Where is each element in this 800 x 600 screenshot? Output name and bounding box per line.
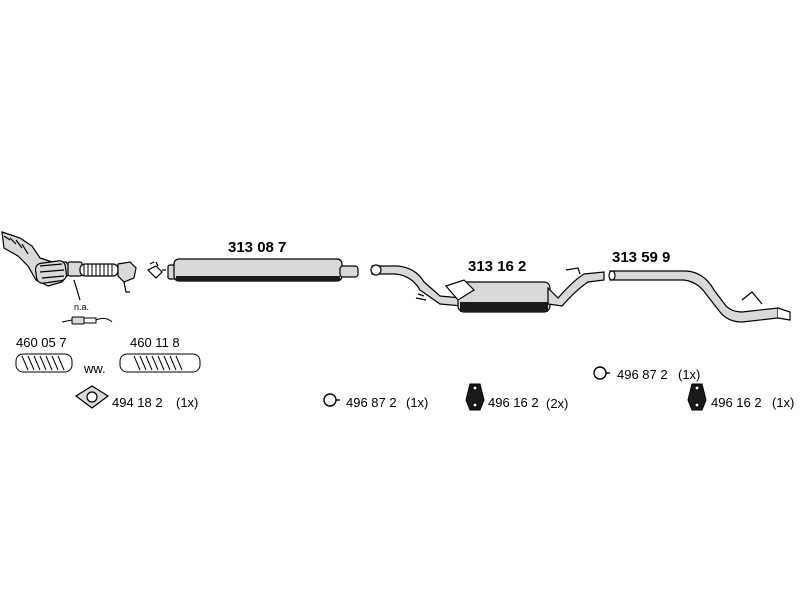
- rear-pipe-label: 313 59 9: [612, 249, 671, 266]
- not-available-note: n.a.: [74, 302, 90, 312]
- gasket-icon: [74, 385, 110, 409]
- clamp-icon: [323, 393, 340, 407]
- clamp-1-label: 496 87 2: [346, 395, 397, 410]
- middle-silencer-label: 313 08 7: [228, 239, 287, 256]
- center-section-label: 313 16 2: [468, 258, 527, 275]
- catalytic-converter-assembly: [1, 231, 166, 301]
- clamp-icon: [593, 366, 610, 380]
- rubber-mount-1-qty: (2x): [546, 396, 569, 411]
- rubber-mount-2-label: 496 16 2: [711, 395, 762, 410]
- rubber-mount-2-qty: (1x): [772, 395, 795, 410]
- flex-pipe-a-label: 460 05 7: [16, 335, 67, 350]
- middle-silencer-drawing: [167, 258, 359, 282]
- flex-pipe-b-drawing: [119, 353, 201, 373]
- rubber-mount-1-label: 496 16 2: [488, 395, 539, 410]
- flex-pipe-a-drawing: [15, 353, 73, 373]
- rear-pipe-drawing: [608, 270, 791, 323]
- rubber-mount-icon: [687, 383, 707, 411]
- flex-pipe-b-label: 460 11 8: [130, 335, 180, 350]
- clamp-2-qty: (1x): [678, 367, 701, 382]
- center-section-drawing: [370, 264, 605, 313]
- gasket-qty: (1x): [176, 395, 199, 410]
- clamp-1-qty: (1x): [406, 395, 429, 410]
- rubber-mount-icon: [465, 383, 485, 411]
- gasket-label: 494 18 2: [112, 395, 163, 410]
- alternatively-note: ww.: [84, 361, 106, 376]
- lambda-sensor: [61, 316, 113, 325]
- clamp-2-label: 496 87 2: [617, 367, 668, 382]
